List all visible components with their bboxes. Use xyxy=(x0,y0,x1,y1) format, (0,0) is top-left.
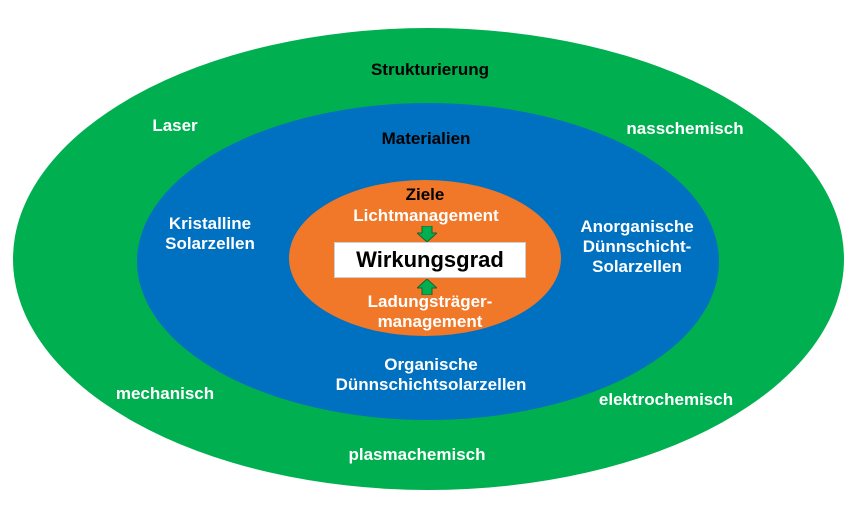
arrow-down-icon xyxy=(417,226,437,242)
material-inorganic-thin-film: Anorganische Dünnschicht- Solarzellen xyxy=(580,217,694,276)
method-electrochemical: elektrochemisch xyxy=(598,390,734,409)
method-plasma-chemical: plasmachemisch xyxy=(348,445,486,464)
goals-title: Ziele xyxy=(405,185,445,204)
goal-light-management: Lichtmanagement xyxy=(353,206,499,225)
method-mechanical: mechanisch xyxy=(115,384,215,403)
method-wet-chemical: nasschemisch xyxy=(626,119,744,138)
material-organic-thin-film: Organische Dünnschichtsolarzellen xyxy=(335,355,527,394)
arrow-up-icon xyxy=(417,279,437,295)
efficiency-box: Wirkungsgrad xyxy=(334,242,526,278)
goal-charge-carrier-management: Ladungsträger- management xyxy=(367,292,493,331)
structuring-title: Strukturierung xyxy=(370,60,490,79)
material-crystalline: Kristalline Solarzellen xyxy=(165,214,255,253)
materials-title: Materialien xyxy=(381,129,471,148)
efficiency-label: Wirkungsgrad xyxy=(356,247,504,272)
method-laser: Laser xyxy=(152,116,198,135)
